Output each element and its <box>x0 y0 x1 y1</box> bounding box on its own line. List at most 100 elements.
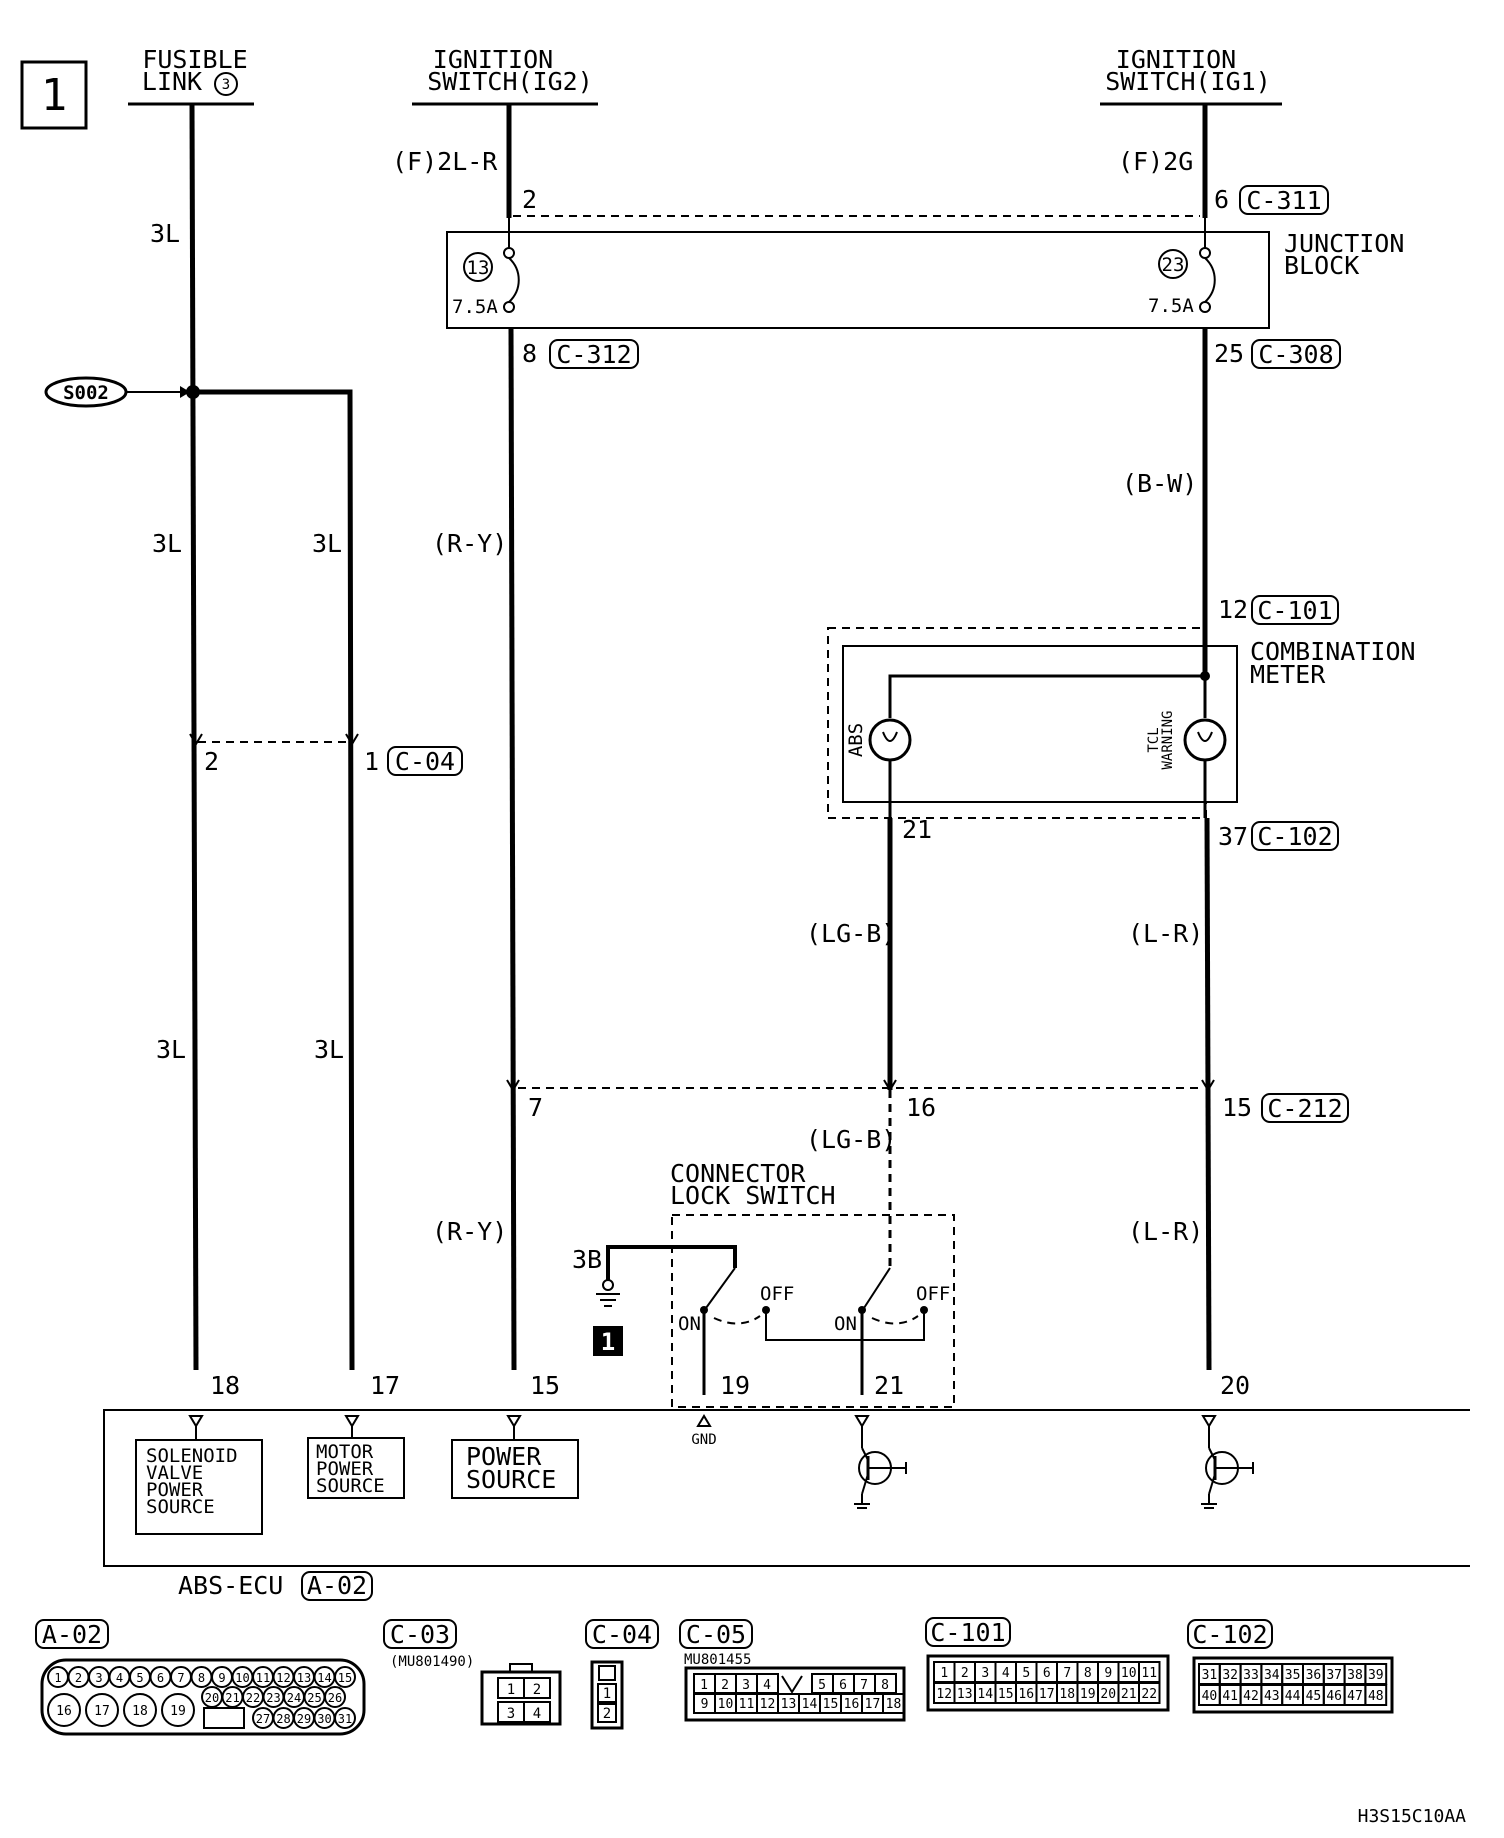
c05-cell: 1 <box>700 1678 708 1693</box>
c102v-tag: C-102 <box>1192 1620 1267 1649</box>
motor-label-2: POWER <box>316 1458 374 1480</box>
c102-cell: 43 <box>1264 1689 1280 1704</box>
fuse-left-terminal-bottom <box>503 301 515 313</box>
c102-tag: C-102 <box>1257 822 1332 851</box>
c05-cell: 14 <box>802 1697 818 1712</box>
c05-cell: 3 <box>742 1678 750 1693</box>
wire-ig2-low: (R-Y) <box>432 1217 507 1246</box>
c212-pin-mark-a <box>506 1079 520 1092</box>
c05-cell: 13 <box>781 1697 797 1712</box>
c101-cell: 16 <box>1018 1687 1034 1702</box>
c03-part-number: (MU801490) <box>390 1654 474 1670</box>
pin-c212-b: 16 <box>906 1093 936 1122</box>
lock-switch-ground-wire <box>606 1245 737 1280</box>
fusible-link-number: 3 <box>222 77 230 93</box>
pin-ig2-out: 8 <box>522 339 537 368</box>
pin-ecu-21: 21 <box>874 1371 904 1400</box>
c03-cell: 1 <box>507 1682 515 1698</box>
wire-lr-2: (L-R) <box>1128 1217 1203 1246</box>
c03-cell: 4 <box>533 1706 541 1722</box>
ig2-label-2: SWITCH(IG2) <box>427 67 593 96</box>
ig1-label-2: SWITCH(IG1) <box>1105 67 1271 96</box>
c04-cell: 2 <box>603 1706 611 1722</box>
c102-tag-frame <box>1251 821 1339 851</box>
lock-switch-label-2: LOCK SWITCH <box>670 1181 836 1210</box>
c102-cell: 35 <box>1285 1668 1301 1683</box>
a02-pin: 8 <box>198 1671 205 1685</box>
a02-pin: 18 <box>132 1704 148 1719</box>
c311-tag: C-311 <box>1246 186 1321 215</box>
pin-c212-a: 7 <box>528 1093 543 1122</box>
motor-power-wire <box>193 389 355 1371</box>
a02-pin: 23 <box>266 1691 280 1705</box>
a02-shell <box>40 1658 366 1736</box>
a02-pin: 24 <box>287 1691 301 1705</box>
c03-cell: 3 <box>507 1706 515 1722</box>
a02-pin-frame <box>324 1686 346 1708</box>
pin-ecu-20: 20 <box>1220 1371 1250 1400</box>
fuse-left-rating: 7.5A <box>452 296 498 318</box>
a02-pin: 10 <box>235 1671 249 1685</box>
combination-meter-outline <box>827 627 1207 819</box>
solenoid-label-1: SOLENOID <box>146 1445 238 1467</box>
fuse-left-element <box>508 257 520 303</box>
wire-ig1-top: (F)2G <box>1118 147 1193 176</box>
a02-pin: 7 <box>177 1671 184 1685</box>
c101-cell: 7 <box>1063 1666 1071 1681</box>
c05-cell-frame <box>882 1693 905 1714</box>
a02-pin: 11 <box>256 1671 270 1685</box>
combination-meter-label-2: METER <box>1250 660 1326 689</box>
tcl-warning-lamp-filament <box>1197 731 1213 742</box>
c101-cell: 11 <box>1141 1666 1157 1681</box>
abs-lamp-driver-transistor <box>854 1426 907 1509</box>
pin-ecu-15: 15 <box>530 1371 560 1400</box>
a02-pin-frame <box>334 1707 356 1729</box>
c05-tag-frame <box>679 1619 753 1649</box>
c101-cell: 1 <box>940 1666 948 1681</box>
wire-motor-mid: 3L <box>312 529 342 558</box>
c101-cell: 8 <box>1084 1666 1092 1681</box>
a02-pin: 17 <box>94 1704 110 1719</box>
c102-cell: 39 <box>1368 1668 1384 1683</box>
splice-label: S002 <box>63 382 109 404</box>
power-source-box <box>451 1439 579 1499</box>
c05-cell: 18 <box>886 1697 902 1712</box>
tcl-lamp-label-2: WARNING <box>1160 710 1176 769</box>
c04-latch <box>598 1665 616 1681</box>
switch-off-link <box>765 1310 925 1341</box>
motor-label-3: SOURCE <box>316 1475 385 1497</box>
c05-cell: 7 <box>860 1678 868 1693</box>
abs-ecu-connector: A-02 <box>307 1571 367 1600</box>
meter-abs-feed <box>888 674 1205 718</box>
junction-block-label-2: BLOCK <box>1284 251 1359 280</box>
a02-pin: 22 <box>246 1691 260 1705</box>
c102-cell: 37 <box>1326 1668 1342 1683</box>
combination-meter-label-1: COMBINATION <box>1250 637 1416 666</box>
c102-cell: 40 <box>1202 1689 1218 1704</box>
abs-ecu-label: ABS-ECU <box>178 1571 283 1600</box>
c101-cell: 20 <box>1100 1687 1116 1702</box>
c102-cell: 41 <box>1222 1689 1238 1704</box>
solenoid-label-2: VALVE <box>146 1462 203 1484</box>
a02-pin: 30 <box>317 1712 331 1726</box>
c05-cell: 5 <box>818 1678 826 1693</box>
c04-cell: 1 <box>603 1686 611 1702</box>
switch-2-off: OFF <box>916 1283 950 1305</box>
c101-cell: 21 <box>1121 1687 1137 1702</box>
a02-pin: 13 <box>297 1671 311 1685</box>
c03-latch <box>509 1663 533 1673</box>
a02-pin: 2 <box>75 1671 82 1685</box>
wire-ig1-mid: (B-W) <box>1122 469 1197 498</box>
a02-pin: 21 <box>225 1691 239 1705</box>
c101-tag-frame <box>1251 595 1339 625</box>
c101-cell: 2 <box>961 1666 969 1681</box>
a02-pin: 9 <box>218 1671 225 1685</box>
ground-badge: 1 <box>601 1328 615 1356</box>
c212-pin-mark-c <box>1201 1079 1215 1092</box>
gnd-label: GND <box>691 1432 716 1448</box>
c102-shell <box>1192 1656 1394 1714</box>
drawing-code: H3S15C10AA <box>1358 1806 1467 1827</box>
c101-cell: 13 <box>957 1687 973 1702</box>
pin-meter-in: 12 <box>1218 595 1248 624</box>
